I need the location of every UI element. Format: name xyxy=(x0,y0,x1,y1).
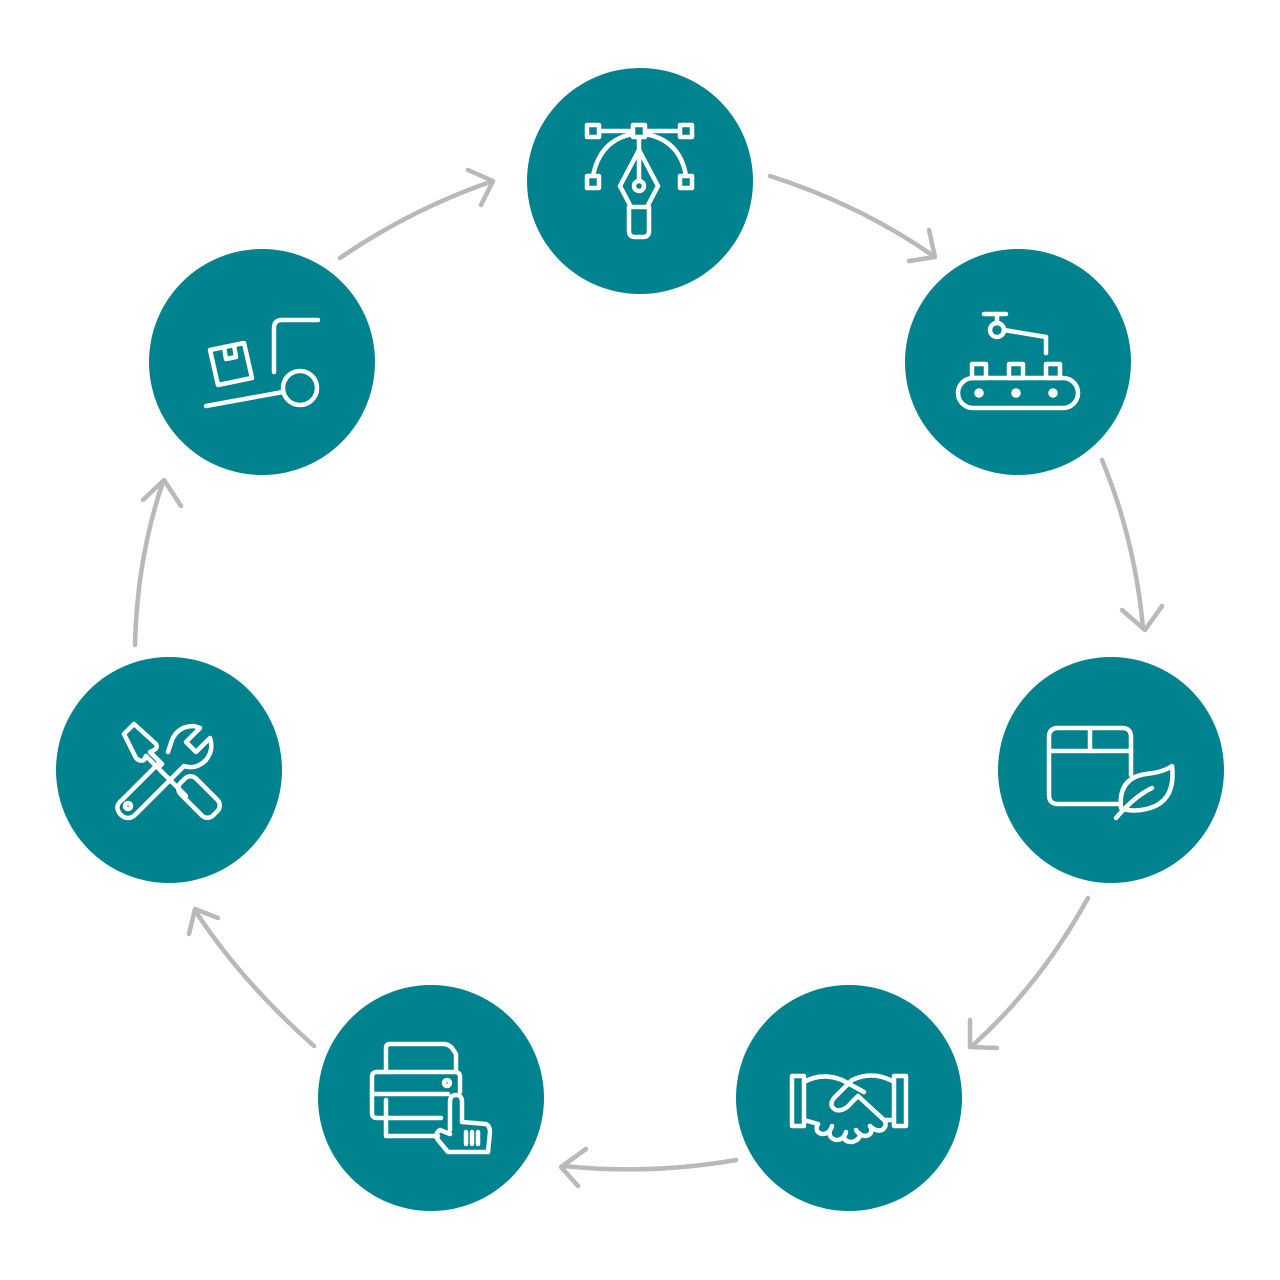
arrow-printing-to-maintenance xyxy=(186,906,317,1049)
screwdriver-wrench-icon xyxy=(115,721,222,821)
cycle-nodes xyxy=(56,68,1224,1211)
node-printing xyxy=(318,985,544,1211)
hand-truck-box-icon xyxy=(203,317,321,409)
arrow-delivery-to-design xyxy=(337,167,496,261)
box-leaf-icon xyxy=(1046,725,1175,821)
arrow-partnership-to-printing xyxy=(558,1146,739,1189)
node-eco-packaging xyxy=(998,657,1224,883)
arrow-maintenance-to-delivery xyxy=(132,477,184,648)
arrow-design-to-manufacturing xyxy=(767,173,938,264)
pen-tool-bezier-icon xyxy=(584,122,695,240)
arrow-eco-packaging-to-partnership xyxy=(967,895,1091,1051)
printer-touch-icon xyxy=(369,1041,493,1155)
node-partnership xyxy=(736,985,962,1211)
cycle-arrows xyxy=(132,167,1165,1189)
node-delivery xyxy=(149,249,375,475)
handshake-icon xyxy=(789,1073,909,1145)
arrow-manufacturing-to-eco-packaging xyxy=(1099,457,1165,633)
node-maintenance xyxy=(56,657,282,883)
conveyor-robot-arm-icon xyxy=(955,311,1081,411)
